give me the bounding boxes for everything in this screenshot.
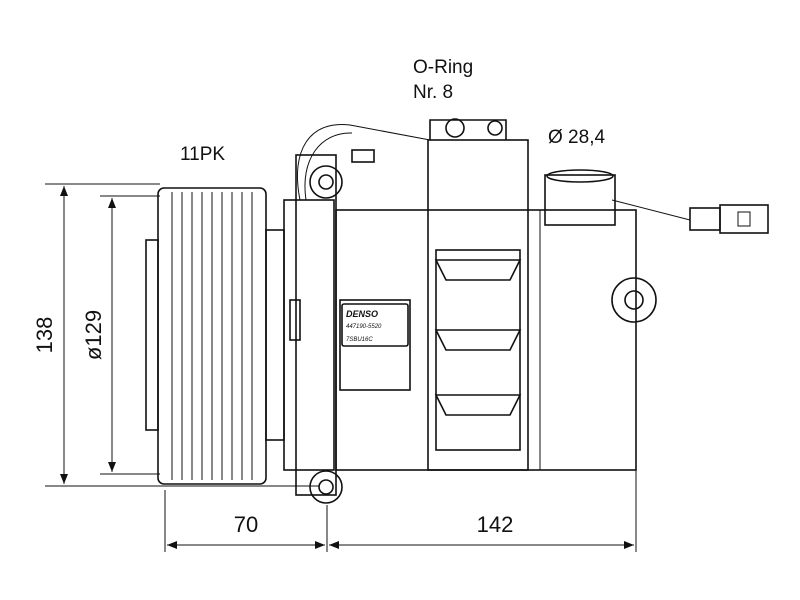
label-port-diameter: Ø 28,4 [548,127,605,148]
svg-text:70: 70 [234,512,258,537]
svg-text:ø129: ø129 [81,310,106,360]
svg-text:7SBU16C: 7SBU16C [346,337,373,343]
dimension-pulley-depth: 70 [164,490,328,552]
svg-text:142: 142 [477,512,514,537]
label-belt: 11PK [180,144,225,165]
dimension-overall-height: 138 [32,183,320,487]
pulley [145,187,285,485]
svg-text:447190-5520: 447190-5520 [346,324,382,330]
label-oring-line1: O-Ring [413,57,473,78]
nameplate: DENSO 447190-5520 7SBU16C [341,303,409,347]
svg-text:138: 138 [32,317,57,354]
label-oring-line2: Nr. 8 [413,82,453,103]
dimension-body-length: 142 [329,320,637,552]
dimension-pulley-diameter: ø129 [81,195,160,475]
compressor-body [335,118,769,471]
svg-text:DENSO: DENSO [346,309,378,319]
